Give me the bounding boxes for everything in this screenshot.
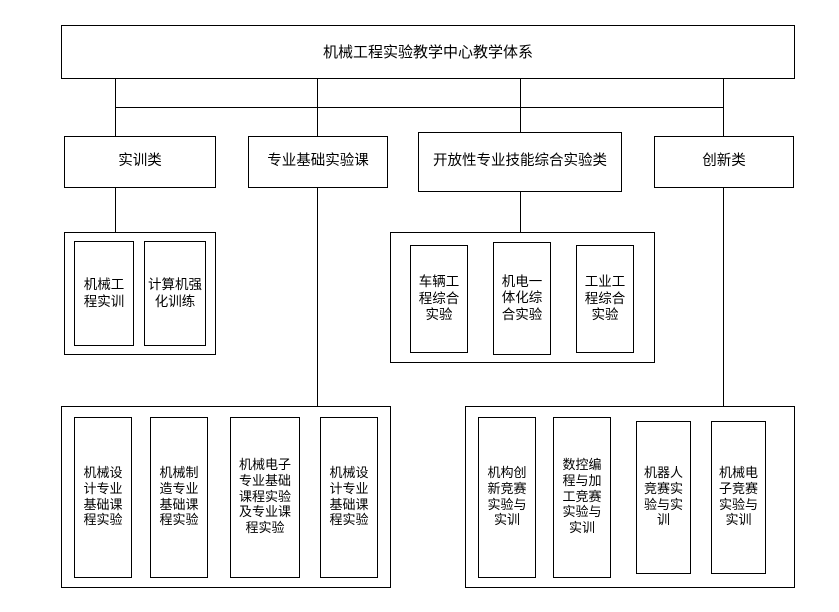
root-horizontal-bus <box>115 107 724 108</box>
open-skill-to-group-connector <box>520 192 521 233</box>
leaf-box-training-0[interactable]: 机械工程实训 <box>74 241 134 346</box>
leaf-box-innovation-2[interactable]: 机器人竞赛实验与实训 <box>636 421 691 574</box>
leaf-box-open-skill-0[interactable]: 车辆工程综合实验 <box>410 245 468 353</box>
leaf-box-major-basic-3[interactable]: 机械设计专业基础课程实验 <box>320 417 378 578</box>
root-to-innovation-connector <box>723 79 724 108</box>
category-box-open-skill[interactable]: 开放性专业技能综合实验类 <box>418 132 622 192</box>
category-box-innovation[interactable]: 创新类 <box>654 136 794 188</box>
leaf-box-training-1[interactable]: 计算机强化训练 <box>144 241 206 346</box>
bus-to-training-connector <box>115 107 116 136</box>
root-to-major-basic-connector <box>317 79 318 108</box>
innovation-to-group-connector <box>723 188 724 407</box>
leaf-box-innovation-0[interactable]: 机构创新竞赛实验与实训 <box>478 417 536 578</box>
root-to-open-skill-connector <box>520 79 521 108</box>
leaf-box-major-basic-0[interactable]: 机械设计专业基础课程实验 <box>74 417 132 578</box>
bus-to-innovation-connector <box>723 107 724 136</box>
root-to-training-connector <box>115 79 116 108</box>
bus-to-open-skill-connector <box>520 107 521 136</box>
leaf-box-major-basic-2[interactable]: 机械电子专业基础课程实验及专业课程实验 <box>230 417 300 578</box>
category-box-training[interactable]: 实训类 <box>64 136 216 188</box>
leaf-box-major-basic-1[interactable]: 机械制造专业基础课程实验 <box>150 417 208 578</box>
leaf-box-innovation-3[interactable]: 机械电子竞赛实验与实训 <box>711 421 766 574</box>
leaf-box-open-skill-1[interactable]: 机电一体化综合实验 <box>493 242 551 355</box>
leaf-box-open-skill-2[interactable]: 工业工程综合实验 <box>576 245 634 353</box>
category-box-major-basic-lab[interactable]: 专业基础实验课 <box>248 136 388 188</box>
leaf-box-innovation-1[interactable]: 数控编程与加工竞赛实验与实训 <box>553 417 611 578</box>
bus-to-major-basic-connector <box>317 107 318 136</box>
root-title-box: 机械工程实验教学中心教学体系 <box>61 25 795 79</box>
training-to-group-connector <box>115 188 116 233</box>
major-basic-to-group-connector <box>317 188 318 407</box>
